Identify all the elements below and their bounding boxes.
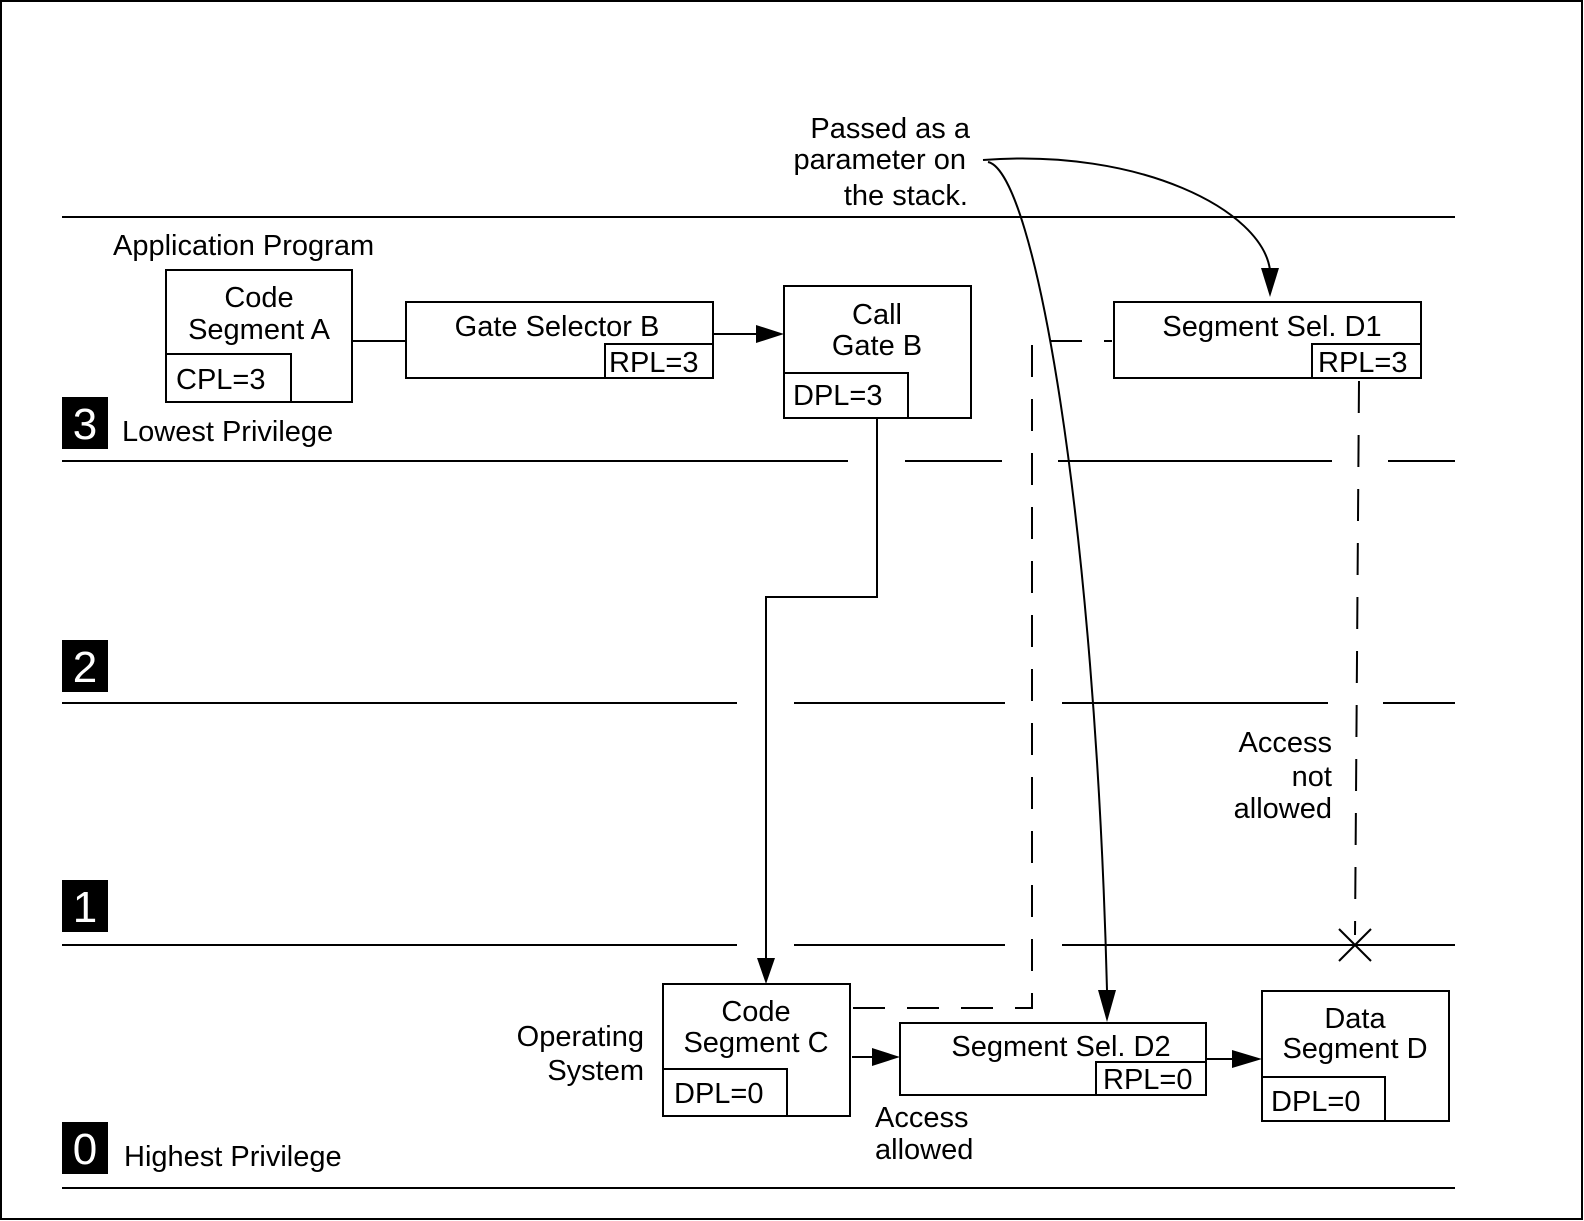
- ring1-number: 1: [73, 883, 97, 932]
- operating-system-label-line1: Operating: [517, 1021, 644, 1053]
- access-not-allowed-line2: not: [1292, 761, 1332, 793]
- segment-sel-d2-title: Segment Sel. D2: [951, 1031, 1170, 1063]
- code-segment-c-box[interactable]: Code Segment C DPL=0: [662, 983, 851, 1117]
- gate-selector-b-title: Gate Selector B: [455, 311, 660, 343]
- access-allowed-line1: Access: [875, 1102, 968, 1134]
- connector-sel-d2-to-data-segment: [1206, 1050, 1262, 1068]
- dashed-path-code-c-to-sel-d1: [853, 340, 1112, 1009]
- code-segment-a-cpl: CPL=3: [176, 364, 265, 396]
- code-segment-c-title-line2: Segment C: [683, 1027, 828, 1059]
- data-segment-d-title-line2: Segment D: [1282, 1033, 1427, 1065]
- segment-sel-d2-rpl: RPL=0: [1103, 1064, 1192, 1096]
- dashed-path-sel-d1-to-data-segment: [1354, 380, 1360, 936]
- application-program-label: Application Program: [113, 230, 374, 262]
- gate-selector-b-rpl: RPL=3: [609, 347, 698, 379]
- passed-parameter-line1: Passed as a: [810, 113, 970, 145]
- passed-parameter-line3: the stack.: [844, 180, 968, 212]
- connector-call-gate-to-code-segment-c: [757, 418, 878, 984]
- segment-sel-d1-rpl: RPL=3: [1318, 347, 1407, 379]
- call-gate-b-box[interactable]: Call Gate B DPL=3: [783, 285, 972, 419]
- gate-selector-b-box[interactable]: Gate Selector B RPL=3: [405, 301, 714, 379]
- data-segment-d-dpl: DPL=0: [1271, 1086, 1360, 1118]
- parameter-arrow-to-sel-d2: [987, 161, 1116, 1022]
- ring0-label: Highest Privilege: [124, 1141, 342, 1173]
- call-gate-b-title-line2: Gate B: [832, 330, 922, 362]
- data-segment-d-title-line1: Data: [1324, 1003, 1386, 1035]
- passed-parameter-line2: parameter on: [794, 144, 967, 176]
- connector-gate-selector-to-call-gate: [713, 325, 784, 343]
- code-segment-c-dpl: DPL=0: [674, 1078, 763, 1110]
- operating-system-label-line2: System: [547, 1055, 644, 1087]
- access-allowed-line2: allowed: [875, 1134, 973, 1166]
- access-denied-x-mark: [1338, 928, 1372, 962]
- code-segment-a-title-line2: Segment A: [188, 314, 331, 346]
- ring0-number: 0: [73, 1125, 97, 1174]
- ring2-number: 2: [73, 643, 97, 692]
- data-segment-d-box[interactable]: Data Segment D DPL=0: [1261, 990, 1450, 1122]
- ring3-badge: [62, 397, 108, 449]
- code-segment-a-title-line1: Code: [224, 282, 293, 314]
- segment-sel-d2-box[interactable]: Segment Sel. D2 RPL=0: [899, 1022, 1207, 1096]
- access-not-allowed-line1: Access: [1239, 727, 1332, 759]
- ring2-badge: [62, 640, 108, 692]
- connector-code-c-to-sel-d2: [852, 1048, 900, 1066]
- call-gate-b-dpl: DPL=3: [793, 380, 882, 412]
- ring3-number: 3: [73, 400, 97, 449]
- access-not-allowed-line3: allowed: [1234, 793, 1332, 825]
- segment-sel-d1-title: Segment Sel. D1: [1162, 311, 1381, 343]
- code-segment-a-box[interactable]: Code Segment A CPL=3: [165, 269, 353, 403]
- ring1-badge: [62, 880, 108, 932]
- parameter-arrow-to-sel-d1: [982, 157, 1279, 297]
- ring3-label: Lowest Privilege: [122, 416, 333, 448]
- ring0-badge: [62, 1122, 108, 1174]
- call-gate-b-title-line1: Call: [852, 299, 902, 331]
- segment-sel-d1-box[interactable]: Segment Sel. D1 RPL=3: [1113, 301, 1422, 379]
- code-segment-c-title-line1: Code: [721, 996, 790, 1028]
